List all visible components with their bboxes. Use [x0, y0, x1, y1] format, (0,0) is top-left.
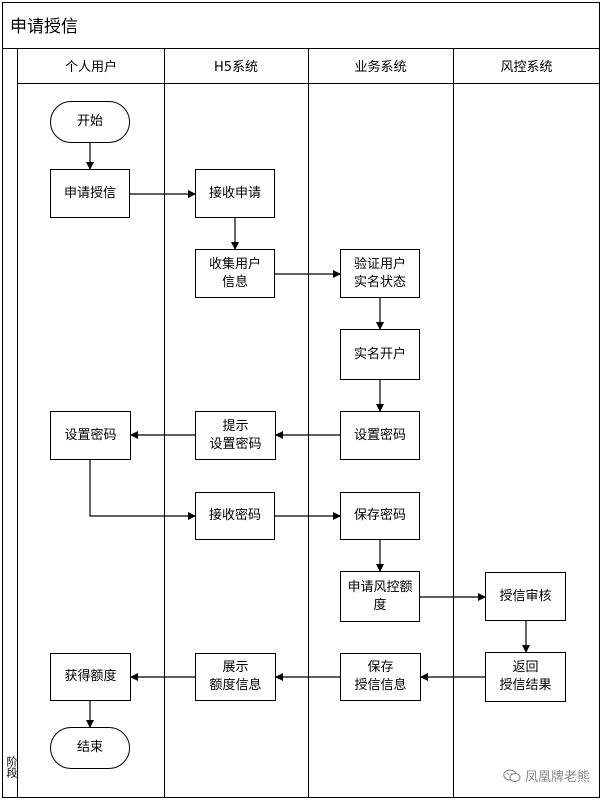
lane-header-business-system: 业务系统 — [308, 48, 453, 84]
lane-header-personal-user: 个人用户 — [18, 48, 164, 84]
end-node: 结束 — [50, 727, 130, 769]
diagram-title: 申请授信 — [10, 17, 78, 37]
arrow-user-setpwd-to-receive-pwd — [89, 460, 196, 520]
lane-divider — [164, 48, 165, 798]
lane-header-h5-system: H5系统 — [164, 48, 308, 84]
watermark-text: 凤凰牌老熊 — [524, 770, 590, 785]
title-divider — [2, 48, 600, 49]
node-save-credit-info: 保存 授信信息 — [340, 653, 421, 701]
node-apply-risk-limit: 申请风控额 度 — [340, 571, 420, 622]
lane-divider — [308, 48, 309, 798]
wechat-icon — [503, 768, 521, 782]
node-verify-real-name: 验证用户 实名状态 — [340, 249, 420, 298]
lane-header-risk-control-system: 风控系统 — [453, 48, 600, 84]
node-show-limit-info: 展示 额度信息 — [195, 653, 276, 701]
lane-divider — [453, 48, 454, 798]
watermark: 凤凰牌老熊 — [503, 766, 590, 785]
node-receive-application: 接收申请 — [195, 169, 275, 218]
phase-label: 阶段 — [5, 756, 18, 778]
node-apply-credit: 申请授信 — [50, 169, 130, 218]
node-get-limit: 获得额度 — [50, 653, 131, 701]
node-business-set-password: 设置密码 — [340, 411, 420, 460]
node-user-set-password: 设置密码 — [50, 411, 131, 460]
node-credit-review: 授信审核 — [485, 572, 566, 621]
node-collect-user-info: 收集用户 信息 — [195, 249, 275, 298]
phase-column — [2, 48, 18, 798]
node-receive-password: 接收密码 — [195, 492, 275, 540]
node-prompt-set-password: 提示 设置密码 — [195, 411, 276, 460]
node-save-password: 保存密码 — [340, 492, 420, 540]
start-node: 开始 — [50, 101, 130, 143]
node-return-credit-result: 返回 授信结果 — [485, 652, 566, 702]
node-open-account: 实名开户 — [340, 329, 420, 380]
